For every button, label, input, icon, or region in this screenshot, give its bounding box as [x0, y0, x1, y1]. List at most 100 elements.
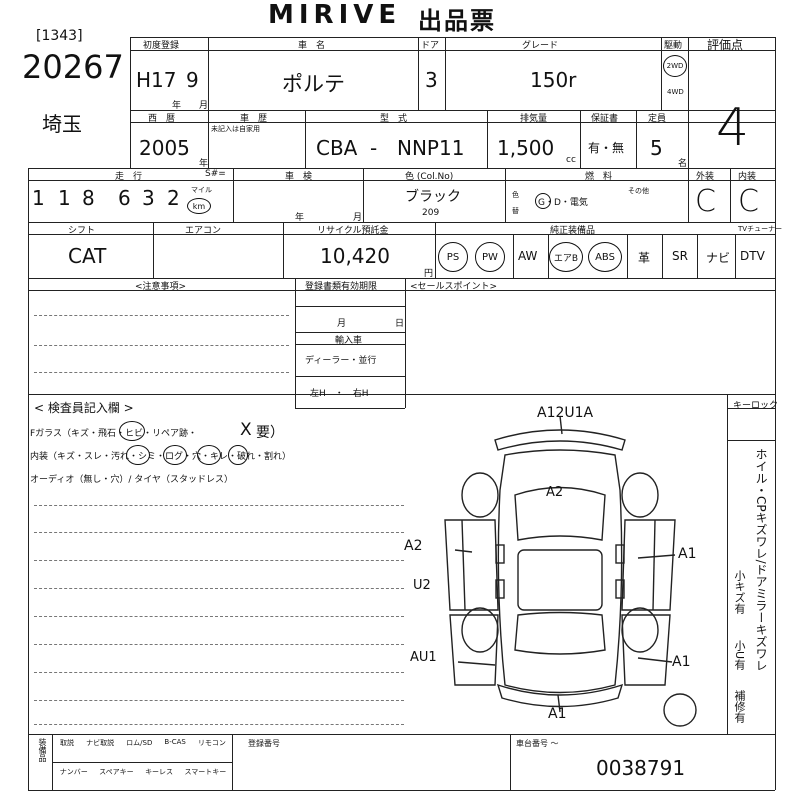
- label-color: 色 (Col.No): [405, 172, 454, 182]
- label-first-reg: 初度登録: [143, 41, 180, 51]
- form-header: MIRIVE 出品票: [268, 0, 538, 35]
- accessory-item: B-CAS: [164, 738, 186, 746]
- year-value: 2005: [139, 136, 190, 160]
- mileage-digit: 8: [82, 186, 95, 210]
- label-capacity: 定員: [648, 114, 667, 124]
- equipment-ps-circled: PS: [438, 242, 468, 272]
- color-number: 209: [422, 208, 440, 218]
- displacement-value: 1,500: [497, 136, 555, 160]
- label-equipment: 純正装備品: [550, 226, 596, 236]
- accessory-item: 取説: [60, 739, 75, 747]
- brand-logo: MIRIVE: [268, 0, 402, 30]
- damage-mark-bottom: A1: [548, 706, 567, 722]
- yen-mark: 円: [424, 269, 434, 279]
- model-code: NNP11: [397, 136, 465, 160]
- label-tuner: TVチューナー: [738, 225, 783, 233]
- car-damage-diagram: [444, 415, 697, 727]
- label-sales-point: <セールスポイント>: [410, 282, 498, 292]
- recycle-fee: 10,420: [320, 244, 390, 268]
- fuel-value: G・D・電気: [538, 198, 588, 208]
- damage-mark-roof: A2: [546, 485, 564, 500]
- drive-4wd: 4WD: [667, 88, 684, 96]
- form-title: 出品票: [418, 7, 496, 35]
- equipment-sunroof: SR: [672, 249, 688, 263]
- accessory-item: スペアキー: [99, 768, 134, 776]
- accessory-row-2: ナンバー スペアキー キーレス スマートキー: [54, 767, 232, 787]
- first-reg-month: 9: [186, 68, 199, 92]
- damage-mark-right-mid: A1: [678, 546, 697, 562]
- label-notes: <注意事項>: [135, 282, 187, 292]
- label-doors: ドア: [421, 41, 440, 51]
- equipment-list: PS PW AW エアB ABS 革 SR ナビ DTV: [436, 236, 775, 278]
- month-mark: 月: [199, 101, 209, 111]
- accessory-item: スマートキー: [184, 768, 227, 776]
- label-import-car: 輸入車: [335, 336, 363, 346]
- equipment-leather: 革: [638, 251, 651, 265]
- label-inspection: 車 検: [285, 172, 313, 182]
- accessory-item: ナンバー: [59, 768, 88, 776]
- label-mileage: 走 行: [115, 172, 143, 182]
- label-keylock: キーロック: [733, 401, 779, 411]
- mileage-digit: 6: [118, 186, 131, 210]
- change-label: 替: [512, 207, 519, 215]
- inspection-year-mark: 年: [295, 213, 305, 223]
- mileage-digit: 3: [142, 186, 155, 210]
- damage-mark-left-rear: AU1: [410, 650, 437, 665]
- history-note: 未記入は自家用: [211, 125, 260, 133]
- chassis-number: 0038791: [596, 756, 686, 780]
- tint-label: 色: [512, 191, 519, 199]
- label-exterior: 外装: [696, 172, 715, 182]
- first-reg-era: H17: [136, 68, 177, 92]
- label-year-western: 西 暦: [148, 114, 176, 124]
- model-dash: -: [370, 136, 378, 160]
- score-value: 4: [716, 98, 750, 158]
- cc-mark: cc: [566, 155, 576, 165]
- exterior-grade: C: [695, 184, 716, 219]
- bottom-col-label: 装備品: [38, 738, 47, 762]
- fuel-other: その他: [628, 187, 649, 195]
- color-value: ブラック: [405, 189, 461, 205]
- equipment-navi: ナビ: [706, 251, 731, 265]
- mileage-digits: 1 1 8 6 3 2: [30, 186, 190, 216]
- label-chassis: 車台番号 ～: [516, 739, 559, 748]
- equipment-airbag-circled: エアB: [549, 242, 583, 272]
- accessory-item: リモコン: [197, 739, 226, 747]
- doors-value: 3: [425, 68, 438, 92]
- accessory-item: キーレス: [145, 768, 174, 776]
- label-grade: グレード: [522, 41, 559, 51]
- car-name: ポルテ: [282, 72, 345, 96]
- mileage-digit: 2: [167, 186, 180, 210]
- accessory-item: ナビ取説: [86, 739, 115, 747]
- reg-doc-day: 日: [395, 319, 405, 329]
- label-reg-doc: 登録書類有効期限: [305, 282, 378, 292]
- lot-number: 20267: [22, 48, 124, 86]
- label-drive: 駆動: [664, 41, 683, 51]
- drive-2wd-circled: 2WD: [663, 55, 687, 77]
- interior-grade: C: [738, 184, 759, 219]
- label-aircon: エアコン: [185, 226, 222, 236]
- side-note-4: 補修有: [733, 690, 746, 723]
- inspector-line-1: Fガラス（キズ・飛石・ヒビ・リペア跡・: [30, 429, 197, 439]
- fuel-gasoline-circled: [535, 193, 551, 209]
- inspector-line-3: オーディオ（無し・穴）/ タイヤ（スタッドレス）: [30, 475, 233, 485]
- damage-mark-right-rear: A1: [672, 654, 691, 670]
- side-note-1: ホイル・CPキズワレ/ドアミラーキズワレ: [754, 448, 768, 672]
- inspector-line-1-end: 要）: [256, 425, 284, 441]
- year-mark-2: 年: [199, 159, 209, 169]
- equipment-abs-circled: ABS: [588, 242, 622, 272]
- mileage-digit: 1: [32, 186, 45, 210]
- inspector-line-1-mark: X: [240, 420, 252, 440]
- handle-option: 左H ・ 右H: [310, 389, 369, 399]
- accessory-item: ロム/SD: [126, 739, 153, 747]
- equipment-dtv: DTV: [740, 249, 765, 263]
- label-interior: 内装: [738, 172, 757, 182]
- label-shift: シフト: [68, 226, 96, 236]
- grade-value: 150r: [530, 68, 577, 92]
- damage-mark-left-low: U2: [413, 578, 431, 593]
- dealer-option: ディーラー・並行: [305, 356, 377, 366]
- label-car-name: 車 名: [298, 41, 326, 51]
- label-reg-number: 登録番号: [248, 739, 280, 748]
- label-history: 車 歴: [240, 114, 268, 124]
- equipment-aw: AW: [518, 249, 538, 263]
- side-note-2: 小キズ有: [733, 570, 746, 614]
